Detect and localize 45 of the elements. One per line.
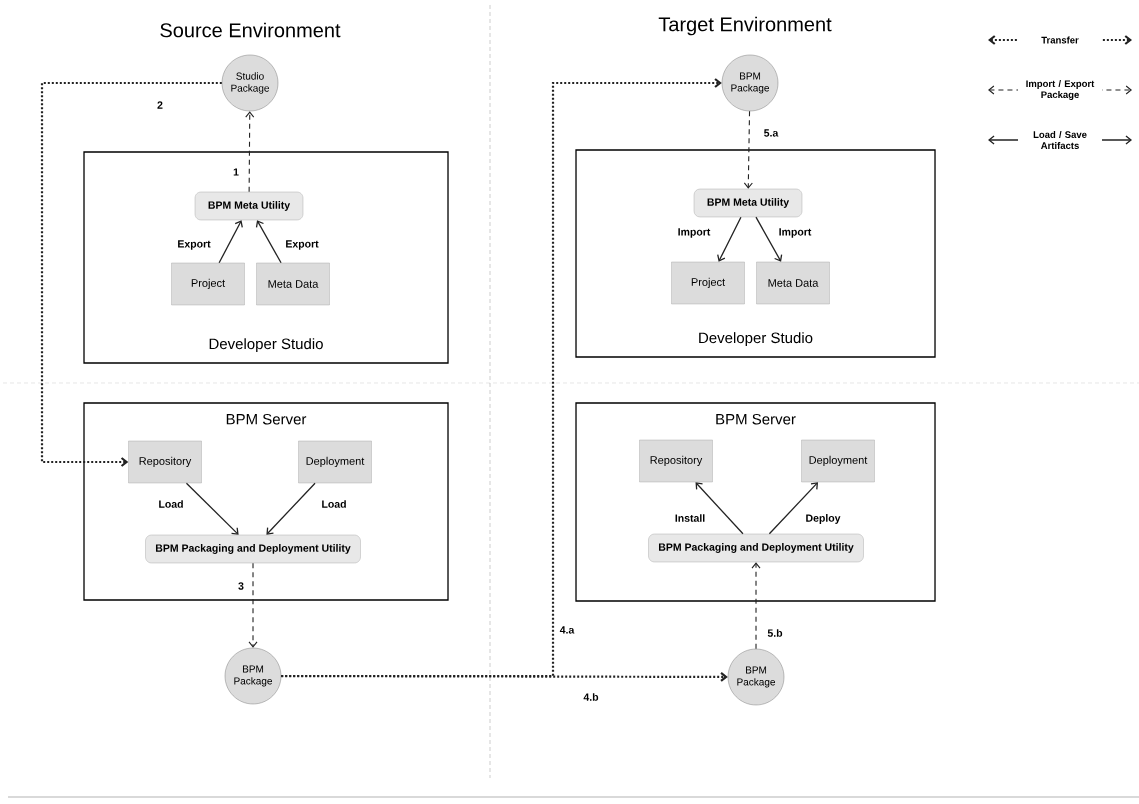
arrow [768,482,819,535]
arrow [266,482,316,535]
component-box: Project [671,261,745,305]
utility-box: BPM Packaging and Deployment Utility [648,533,864,563]
arrow [717,216,742,262]
component-box: Deployment [298,440,372,484]
component-box: Repository [639,439,713,483]
edge-label: Deploy [804,513,842,525]
edge-label: 3 [237,581,245,591]
edge-label: 4.a [558,625,576,635]
edge-label: Load [320,499,348,509]
arrow [218,220,243,264]
edge-label: 5.a [762,128,780,138]
edge-label: 5.b [766,628,784,638]
utility-box: BPM Meta Utility [693,188,803,218]
edge-label: 1 [232,167,240,177]
utility-box: BPM Packaging and Deployment Utility [145,534,361,564]
legend-label: Transfer [1018,35,1102,45]
component-box: Meta Data [756,261,830,305]
section-heading: Target Environment [658,16,832,36]
edge-label: Import [777,227,813,239]
legend-label: Load / Save Artifacts [1018,130,1102,150]
edge-label: 2 [156,100,164,110]
component-box: Project [171,262,245,306]
utility-box: BPM Meta Utility [194,191,304,221]
edge-label: 4.b [582,692,600,702]
arrow [185,482,239,535]
component-box: Meta Data [256,262,330,306]
component-box: Repository [128,440,202,484]
edge-label: Export [176,239,212,251]
edge-label: Export [284,239,320,251]
arrow [248,562,258,648]
arrow [255,220,282,264]
arrow [281,672,728,682]
arrow [245,111,255,193]
arrow [755,216,783,262]
component-box: Deployment [801,439,875,483]
arrow [751,562,761,650]
arrow [40,81,222,467]
edge-label: Import [676,227,712,239]
edge-label: Load [157,499,185,509]
legend-label: Import / Export Package [1018,79,1102,101]
edge-label: Install [673,513,707,523]
arrow [695,482,744,535]
arrow [743,110,753,189]
